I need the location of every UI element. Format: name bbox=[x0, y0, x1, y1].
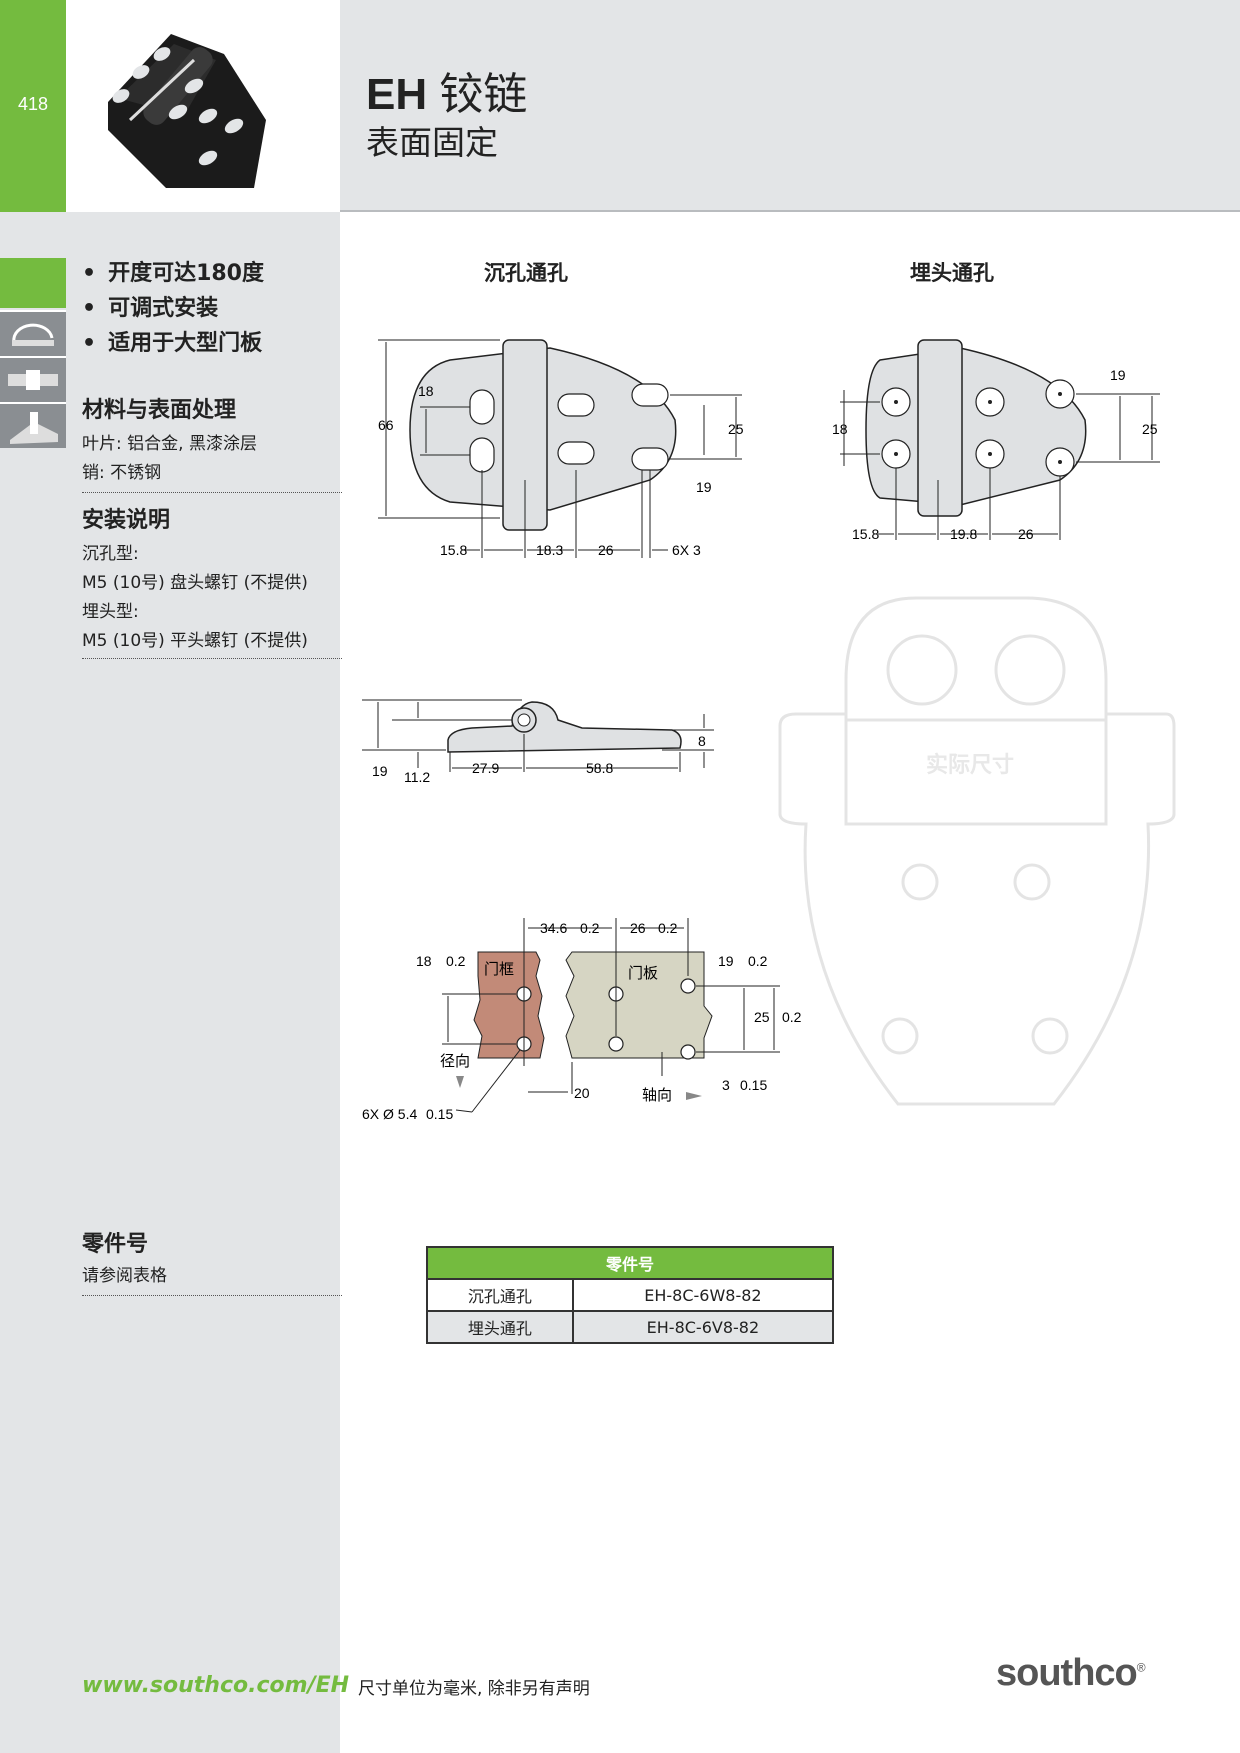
sidebar-background bbox=[0, 212, 340, 1753]
panel-icon bbox=[0, 402, 66, 448]
dim-label: 18 bbox=[416, 953, 432, 969]
brand-logo: southco® bbox=[996, 1652, 1146, 1695]
installation-line: 沉孔型: bbox=[82, 544, 139, 564]
radial-label: 径向 bbox=[440, 1053, 470, 1070]
footer-link[interactable]: www.southco.com/EH bbox=[82, 1673, 350, 1698]
actual-size-label: 实际尺寸 bbox=[926, 752, 1014, 777]
dim-label: 3 bbox=[722, 1077, 730, 1093]
dim-label: 0.2 bbox=[748, 953, 768, 969]
dim-label: 0.2 bbox=[580, 920, 600, 936]
table-row: 埋头通孔 EH-8C-6V8-82 bbox=[426, 1310, 835, 1344]
countersink-drawing: 18 19 25 15.8 19.8 26 bbox=[832, 339, 1160, 542]
countersink-title: 埋头通孔 bbox=[910, 261, 994, 285]
frame-label: 门框 bbox=[484, 961, 514, 978]
divider bbox=[82, 658, 342, 659]
installation-heading: 安装说明 bbox=[82, 508, 171, 533]
title-latin: EH bbox=[366, 70, 428, 119]
dim-label: 0.2 bbox=[658, 920, 678, 936]
dim-label: 34.6 bbox=[540, 920, 567, 936]
dim-label: 18 bbox=[418, 383, 434, 399]
page-title: EH 铰链 bbox=[366, 58, 527, 122]
dim-label: 6X 3 bbox=[672, 542, 701, 558]
feature-list: 开度可达180度 可调式安装 适用于大型门板 bbox=[82, 256, 264, 361]
title-chinese: 铰链 bbox=[439, 70, 528, 119]
dim-label: 66 bbox=[378, 417, 394, 433]
materials-line: 叶片: 铝合金, 黑漆涂层 bbox=[82, 434, 257, 454]
table-row: 沉孔通孔 EH-8C-6W8-82 bbox=[426, 1278, 835, 1312]
materials-section: 材料与表面处理 叶片: 铝合金, 黑漆涂层 销: 不锈钢 bbox=[82, 392, 342, 493]
dim-label: 27.9 bbox=[472, 760, 499, 776]
registered-mark: ® bbox=[1136, 1660, 1146, 1675]
dim-label: 0.15 bbox=[426, 1106, 453, 1122]
dim-label: 18.3 bbox=[536, 542, 563, 558]
dim-label: 26 bbox=[630, 920, 646, 936]
installation-section: 安装说明 沉孔型: M5 (10号) 盘头螺钉 (不提供) 埋头型: M5 (1… bbox=[82, 502, 342, 659]
dim-label: 11.2 bbox=[404, 769, 430, 785]
dim-label: 19.8 bbox=[950, 526, 977, 542]
dim-label: 25 bbox=[1142, 421, 1158, 437]
footer-note: 尺寸单位为毫米, 除非另有声明 bbox=[358, 1679, 590, 1699]
dim-label: 26 bbox=[1018, 526, 1034, 542]
table-cell-part: EH-8C-6W8-82 bbox=[571, 1278, 835, 1312]
dim-label: 58.8 bbox=[586, 760, 613, 776]
hinge-photo bbox=[108, 34, 266, 188]
feature-item: 适用于大型门板 bbox=[82, 326, 264, 361]
table-cell-type: 沉孔通孔 bbox=[426, 1278, 574, 1312]
dim-label: 8 bbox=[698, 733, 706, 749]
page-subtitle: 表面固定 bbox=[366, 123, 498, 162]
dim-label: 19 bbox=[696, 479, 712, 495]
dim-label: 6X Ø 5.4 bbox=[362, 1106, 417, 1122]
axial-label: 轴向 bbox=[642, 1087, 672, 1104]
rotation-icon bbox=[0, 310, 66, 356]
mounting-icon bbox=[0, 356, 66, 402]
counterbore-drawing: 66 18 25 19 15.8 18.3 26 6X 3 bbox=[378, 339, 744, 558]
dim-label: 0.2 bbox=[782, 1009, 802, 1025]
dim-label: 0.15 bbox=[740, 1077, 767, 1093]
table-cell-part: EH-8C-6V8-82 bbox=[571, 1310, 835, 1344]
dim-label: 18 bbox=[832, 421, 848, 437]
dim-label: 19 bbox=[372, 763, 388, 779]
page-number: 418 bbox=[17, 94, 49, 114]
mounting-cutout-drawing: 门框 门板 径向 轴向 34.6 0.2 26 0.2 18 0.2 19 0.… bbox=[362, 918, 802, 1122]
materials-heading: 材料与表面处理 bbox=[82, 398, 237, 423]
dim-label: 19 bbox=[718, 953, 734, 969]
installation-line: M5 (10号) 盘头螺钉 (不提供) bbox=[82, 573, 308, 593]
dim-label: 25 bbox=[728, 421, 744, 437]
door-label: 门板 bbox=[628, 964, 658, 982]
side-view-drawing: 19 11.2 27.9 58.8 8 bbox=[362, 699, 714, 785]
dim-label: 0.2 bbox=[446, 953, 466, 969]
dim-label: 20 bbox=[574, 1085, 590, 1101]
actual-size-outline: 实际尺寸 bbox=[778, 596, 1176, 1106]
installation-line: M5 (10号) 平头螺钉 (不提供) bbox=[82, 631, 308, 651]
parts-table: 零件号 沉孔通孔 EH-8C-6W8-82 埋头通孔 EH-8C-6V8-82 bbox=[426, 1246, 835, 1344]
header-background bbox=[340, 0, 1240, 212]
parts-table-header: 零件号 bbox=[426, 1246, 834, 1280]
logo-text: southco bbox=[996, 1652, 1138, 1694]
dim-label: 26 bbox=[598, 542, 614, 558]
feature-item: 可调式安装 bbox=[82, 291, 264, 326]
counterbore-title: 沉孔通孔 bbox=[484, 261, 568, 285]
divider bbox=[82, 492, 342, 493]
installation-line: 埋头型: bbox=[82, 602, 139, 622]
dim-label: 25 bbox=[754, 1009, 770, 1025]
part-number-heading: 零件号 bbox=[82, 1232, 149, 1257]
part-number-text: 请参阅表格 bbox=[82, 1266, 167, 1286]
dim-label: 15.8 bbox=[852, 526, 879, 542]
dim-label: 15.8 bbox=[440, 542, 467, 558]
part-number-section: 零件号 请参阅表格 bbox=[82, 1226, 342, 1296]
divider bbox=[82, 1295, 342, 1296]
table-cell-type: 埋头通孔 bbox=[426, 1310, 574, 1344]
dim-label: 19 bbox=[1110, 367, 1126, 383]
feature-item: 开度可达180度 bbox=[82, 256, 264, 291]
sidebar-accent bbox=[0, 258, 66, 308]
page-tab bbox=[0, 0, 66, 212]
materials-line: 销: 不锈钢 bbox=[82, 463, 162, 483]
